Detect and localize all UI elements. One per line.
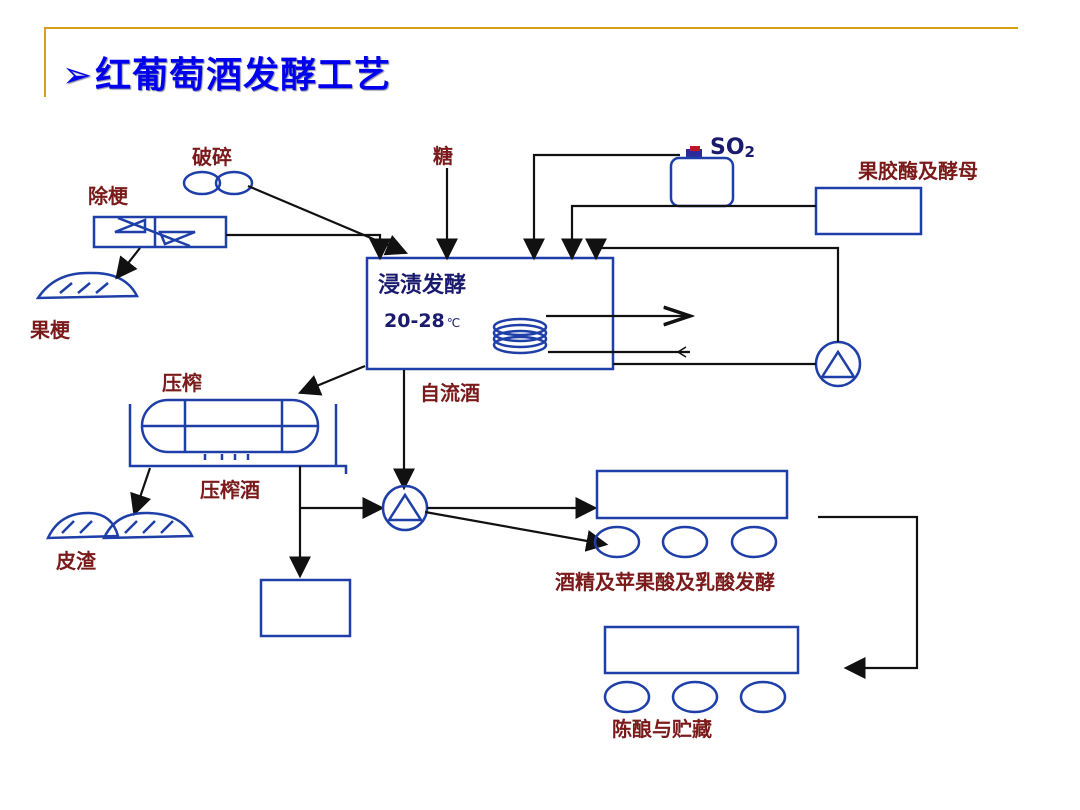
so2-feed-line — [523, 153, 680, 261]
transfer-pump-icon — [381, 484, 429, 532]
label-stems: 果梗 — [30, 318, 71, 342]
crusher-icon — [182, 170, 254, 196]
coolant-in-arrow-icon — [676, 346, 687, 358]
pectinase-feed-line — [561, 204, 816, 261]
slide-title: ➢红葡萄酒发酵工艺 — [62, 46, 391, 98]
label-aging: 陈酿与贮藏 — [612, 717, 712, 741]
cooling-coil-icon — [492, 317, 548, 355]
tank-to-press-line — [297, 364, 366, 396]
destemmer-to-stems-line — [115, 247, 141, 280]
maceration-tank — [365, 256, 615, 371]
pomace-pile-icon — [46, 511, 194, 540]
pectinase-yeast-box — [814, 186, 923, 236]
press-wine-tank — [259, 578, 352, 638]
press-to-pomace-line — [130, 467, 152, 517]
header-rule — [44, 27, 1018, 29]
to-aging-line — [818, 515, 919, 679]
pump-to-fermenter-lower-line — [424, 510, 609, 552]
bullet-arrow-icon: ➢ — [62, 55, 94, 96]
label-destem: 除梗 — [88, 184, 129, 208]
label-free-run: 自流酒 — [420, 381, 480, 405]
label-pomace: 皮渣 — [56, 549, 97, 573]
label-temp: 20-28℃ — [384, 310, 460, 332]
label-crush: 破碎 — [192, 145, 232, 169]
aging-vessel-3 — [739, 680, 787, 714]
aging-vessel-1 — [603, 680, 651, 714]
stems-pile-icon — [35, 271, 140, 300]
fermenter-vessel-2 — [661, 525, 709, 559]
label-alcohol-mlf: 酒精及苹果酸及乳酸发酵 — [555, 570, 775, 594]
aging-box — [603, 625, 800, 675]
label-maceration: 浸渍发酵 — [378, 272, 466, 298]
label-sugar: 糖 — [433, 144, 453, 168]
label-pectinase-yeast: 果胶酶及酵母 — [858, 159, 978, 183]
fermenter-vessel-3 — [730, 525, 778, 559]
fermenter-vessel-1 — [593, 525, 641, 559]
slide-title-text: 红葡萄酒发酵工艺 — [95, 55, 392, 96]
label-press: 压榨 — [162, 371, 202, 395]
aging-vessel-2 — [671, 680, 719, 714]
press-icon — [128, 398, 348, 474]
destemmer-to-tank-line — [226, 233, 391, 261]
destemmer-icon — [92, 215, 228, 249]
fermenter-box — [595, 469, 789, 520]
recirculation-pump-icon — [814, 340, 862, 388]
recirculation-line — [585, 238, 840, 342]
header-rule-left — [44, 27, 46, 97]
label-so2: SO2 — [710, 135, 755, 161]
label-press-wine: 压榨酒 — [200, 478, 260, 502]
